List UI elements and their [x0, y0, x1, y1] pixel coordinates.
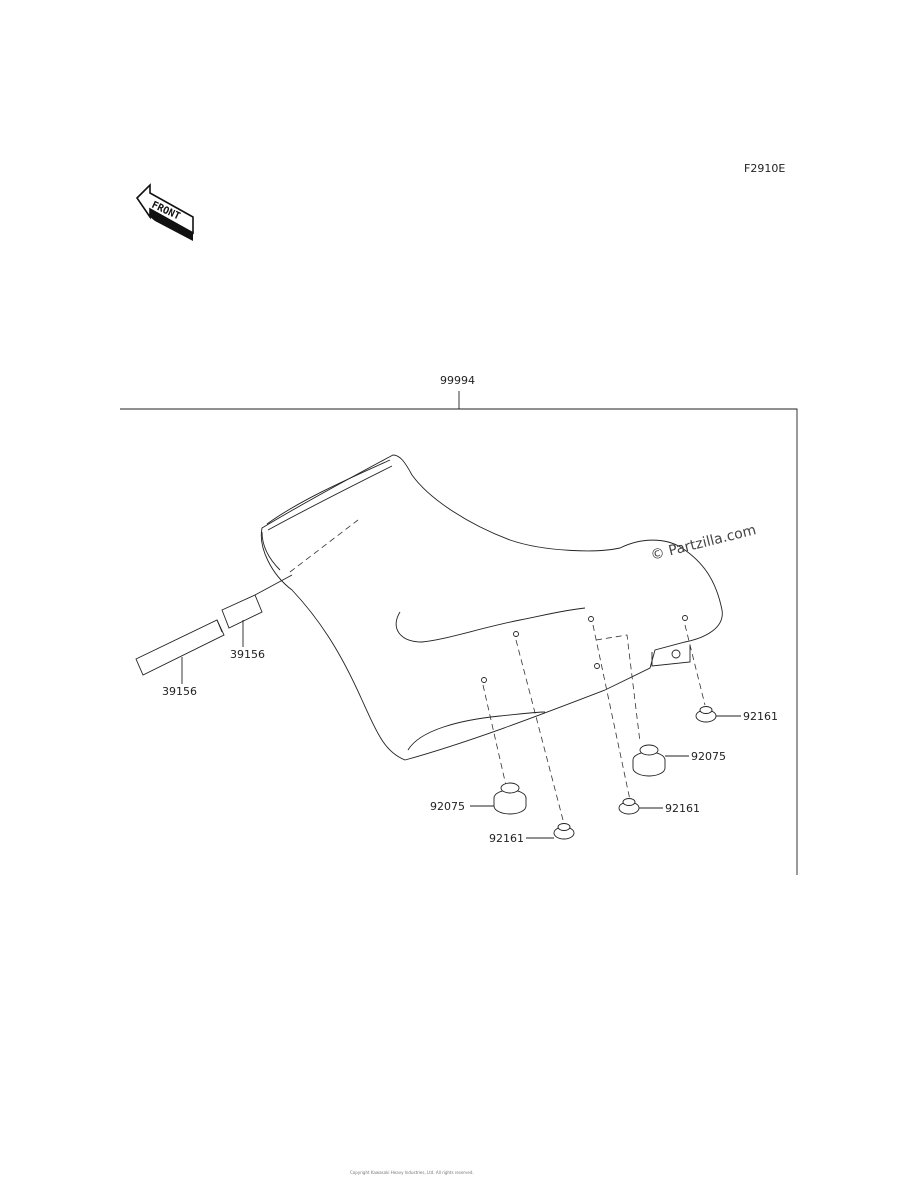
guide-line-left [482, 684, 508, 791]
part-label-strap-lower: 39156 [162, 685, 197, 698]
strap-lower-drawing [135, 619, 225, 676]
guide-line-middle [592, 624, 631, 801]
part-label-damper-left: 92075 [430, 800, 465, 813]
nut-left-drawing [553, 823, 575, 840]
strap-upper-drawing [221, 574, 293, 629]
assembly-bracket: 99994 [120, 374, 798, 875]
nut-middle-drawing [618, 798, 640, 815]
copyright-notice: Copyright Kawasaki Heavy Industries, Ltd… [350, 1170, 474, 1175]
part-label-nut-left: 92161 [489, 832, 524, 845]
front-arrow-icon: FRONT [135, 183, 194, 241]
part-label-strap-upper: 39156 [230, 648, 265, 661]
damper-left-drawing [493, 782, 527, 815]
part-label-nut-right: 92161 [743, 710, 778, 723]
leader-lines [181, 620, 741, 839]
guide-line-right [684, 624, 706, 706]
guide-line-damper [595, 634, 641, 743]
figure-code: F2910E [744, 162, 785, 175]
part-label-nut-middle: 92161 [665, 802, 700, 815]
damper-right-drawing [632, 744, 666, 777]
seat-drawing [260, 454, 723, 761]
guide-line-center [515, 639, 564, 821]
assembly-number: 99994 [440, 374, 475, 387]
screw-marks [481, 615, 688, 683]
nut-right-drawing [695, 706, 717, 723]
part-label-damper-right: 92075 [691, 750, 726, 763]
strap-guide-line [289, 519, 359, 573]
watermark: © Partzilla.com [649, 522, 758, 564]
